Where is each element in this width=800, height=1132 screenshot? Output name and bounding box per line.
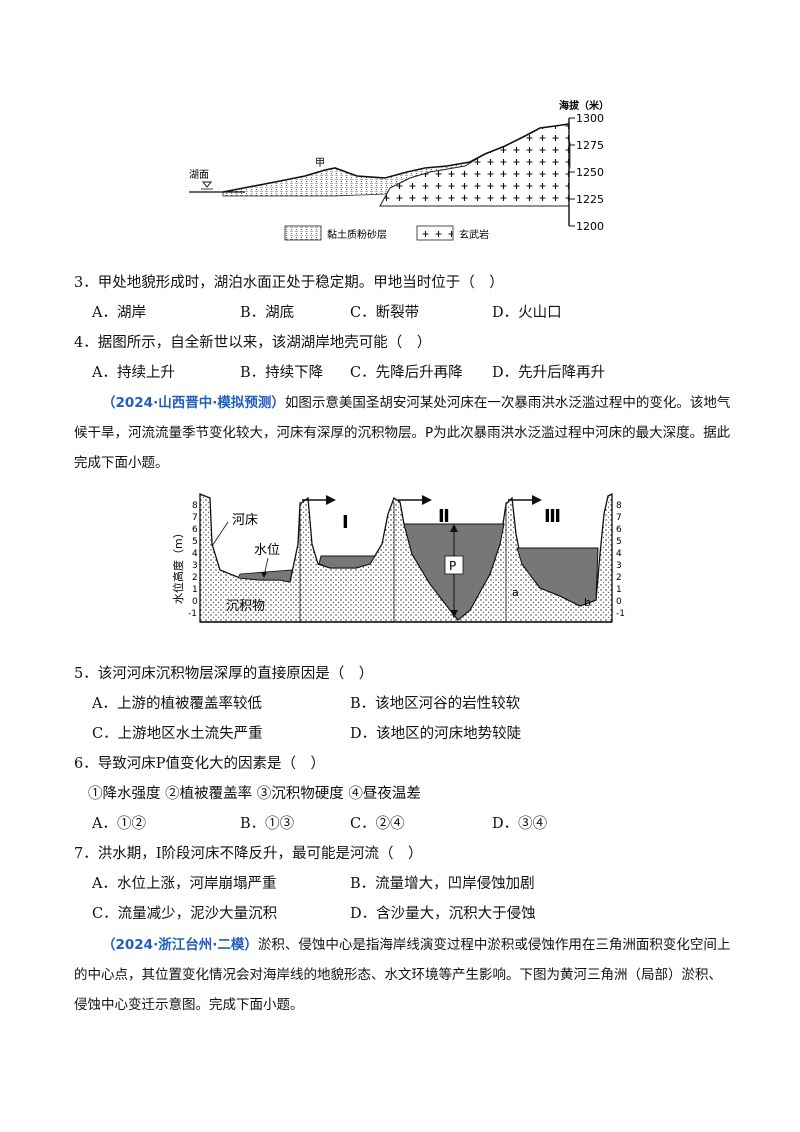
riverbed-label: 河床	[232, 513, 258, 528]
fig1-tick: 1225	[576, 193, 604, 206]
right-tick: 2	[616, 573, 622, 583]
q3-option-c[interactable]: C．断裂带	[350, 305, 420, 321]
legend-basalt: 玄武岩	[459, 228, 489, 241]
left-tick: 8	[192, 501, 198, 511]
right-tick: 8	[616, 501, 622, 511]
right-tick: 0	[616, 597, 622, 607]
left-tick: 2	[192, 573, 198, 583]
q4-option-b[interactable]: B．持续下降	[240, 365, 324, 381]
question-3-stem: 3．甲处地貌形成时，湖泊水面正处于稳定期。甲地当时位于（ ）	[74, 275, 504, 291]
sediment-label: 沉积物	[226, 599, 265, 614]
question-5-stem: 5．该河河床沉积物层深厚的直接原因是（ ）	[74, 666, 374, 682]
right-tick: 7	[616, 513, 622, 523]
q6-option-c[interactable]: C．②④	[350, 816, 405, 832]
water-stage-3	[516, 547, 599, 607]
fig2-y-title: 水位高度（m）	[171, 527, 185, 604]
left-tick: 3	[192, 561, 198, 571]
water-level-label: 水位	[254, 543, 280, 558]
right-tick: 5	[616, 537, 622, 547]
q7-option-d[interactable]: D．含沙量大，沉积大于侵蚀	[350, 906, 536, 922]
fig1-tick: 1275	[576, 139, 604, 152]
fig1-tick: 1200	[576, 220, 604, 233]
left-tick: 1	[192, 585, 198, 595]
q5-option-b[interactable]: B．该地区河谷的岩性较软	[350, 696, 521, 712]
left-tick: 5	[192, 537, 198, 547]
q6-option-b[interactable]: B．①③	[240, 816, 295, 832]
passage-3: （2024·浙江台州·二模）淤积、侵蚀中心是指海岸线演变过程中淤积或侵蚀作用在三…	[74, 930, 734, 1020]
passage-2: （2024·山西晋中·模拟预测）如图示意美国圣胡安河某处河床在一次暴雨洪水泛滥过…	[74, 388, 734, 478]
fig1-tick: 1250	[576, 166, 604, 179]
passage-3-text: 淤积、侵蚀中心是指海岸线演变过程中淤积或侵蚀作用在三角洲面积变化空间上的中心点，…	[74, 937, 731, 1013]
q7-option-b[interactable]: B．流量增大，凹岸侵蚀加剧	[350, 876, 535, 892]
passage-2-text: 如图示意美国圣胡安河某处河床在一次暴雨洪水泛滥过程中的变化。该地气候干旱，河流流…	[74, 395, 731, 471]
q5-option-a[interactable]: A．上游的植被覆盖率较低	[92, 696, 262, 712]
q7-option-c[interactable]: C．流量减少，泥沙大量沉积	[92, 906, 278, 922]
right-tick: 4	[616, 549, 622, 559]
q4-option-c[interactable]: C．先降后升再降	[350, 365, 463, 381]
right-tick: 6	[616, 525, 622, 535]
fig1-tick: 1300	[576, 112, 604, 125]
q6-option-d[interactable]: D．③④	[492, 816, 548, 832]
q4-option-a[interactable]: A．持续上升	[92, 365, 175, 381]
stage-2-label: Ⅱ	[438, 506, 450, 527]
right-tick: 1	[616, 585, 622, 595]
question-6-stem: 6．导致河床P值变化大的因素是（ ）	[74, 756, 325, 772]
point-a-label: a	[512, 586, 519, 599]
q6-factors: ①降水强度 ②植被覆盖率 ③沉积物硬度 ④昼夜温差	[88, 786, 421, 802]
left-tick: 7	[192, 513, 198, 523]
q4-option-d[interactable]: D．先升后降再升	[492, 365, 606, 381]
legend-clay: 黏土质粉砂层	[327, 228, 387, 241]
q7-option-a[interactable]: A．水位上涨，河岸崩塌严重	[92, 876, 277, 892]
point-b-label: b	[584, 596, 591, 609]
q3-option-d[interactable]: D．火山口	[492, 305, 562, 321]
q3-option-a[interactable]: A．湖岸	[92, 305, 146, 321]
question-7-stem: 7．洪水期，Ⅰ阶段河床不降反升，最可能是河流（ ）	[74, 846, 423, 862]
passage-3-source: （2024·浙江台州·二模）	[102, 937, 258, 953]
question-4-stem: 4．据图所示，自全新世以来，该湖湖岸地壳可能（ ）	[74, 335, 432, 351]
stage-1-label: Ⅰ	[342, 512, 349, 533]
left-tick: 6	[192, 525, 198, 535]
stage-3-label: Ⅲ	[544, 506, 561, 527]
fig1-y-title: 海拔（米）	[559, 99, 609, 112]
left-tick: -1	[188, 609, 197, 619]
right-tick: -1	[616, 609, 625, 619]
left-tick: 0	[192, 597, 198, 607]
water-stage-1	[318, 555, 376, 569]
q6-option-a[interactable]: A．①②	[92, 816, 146, 832]
lake-profile-figure: 湖面 甲 海拔（米） 1300 1275 1250 1225 1200 黏土质粉…	[189, 99, 609, 241]
p-label: P	[449, 559, 456, 573]
passage-2-source: （2024·山西晋中·模拟预测）	[102, 395, 285, 411]
q5-option-d[interactable]: D．该地区的河床地势较陡	[350, 726, 522, 742]
left-tick: 4	[192, 549, 198, 559]
riverbed-figure: P Ⅰ Ⅱ Ⅲ 河床 水位 沉积物 a b 水位高度（m） 8 7 6 5 4 …	[171, 492, 625, 623]
q3-option-b[interactable]: B．湖底	[240, 305, 295, 321]
right-tick: 3	[616, 561, 622, 571]
q5-option-c[interactable]: C．上游地区水土流失严重	[92, 726, 263, 742]
fig2-right-axis: 8 7 6 5 4 3 2 1 0 -1	[616, 501, 625, 619]
fig2-left-axis: 8 7 6 5 4 3 2 1 0 -1	[188, 501, 198, 619]
jia-label: 甲	[315, 158, 325, 169]
lake-label: 湖面	[189, 169, 209, 181]
